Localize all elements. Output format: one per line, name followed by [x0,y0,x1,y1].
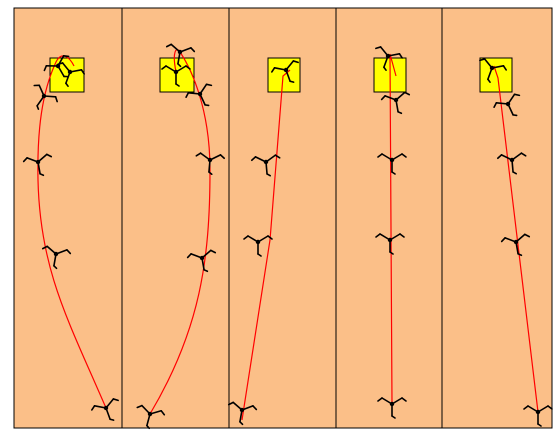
bug-marker-3-2 [243,235,273,257]
bug-marker-3-4 [271,60,299,83]
bug-marker-2-3 [195,152,226,176]
bug-marker-2-1 [136,404,166,430]
bug-marker-2-5 [165,43,196,68]
bug-marker-1-4 [33,84,58,110]
bug-marker-2-6 [161,65,191,87]
bug-marker-1-6 [57,62,85,87]
target-box-5 [479,57,513,93]
bug-marker-4-2 [375,233,405,255]
bug-marker-1-2 [41,245,72,270]
bug-marker-3-1 [227,401,258,426]
figure-border [13,7,553,429]
trajectory-path-5 [493,65,539,413]
bug-marker-5-5 [479,58,507,83]
bug-marker-3-3 [250,154,281,177]
bug-marker-2-4 [185,83,213,107]
bug-marker-4-5 [375,46,403,71]
trajectory-path-4 [389,53,397,405]
bug-marker-5-4 [493,93,521,117]
bug-marker-5-2 [500,233,531,257]
bug-marker-1-1 [91,398,119,421]
bug-marker-4-4 [380,91,411,115]
bug-marker-4-3 [377,153,407,175]
bug-marker-2-2 [186,249,217,273]
target-box-2 [159,57,195,93]
bug-marker-5-3 [496,152,527,175]
bug-marker-4-1 [377,397,407,419]
trajectory-path-1 [37,55,107,409]
bug-marker-5-1 [523,405,553,427]
bug-marker-1-3 [22,153,53,177]
